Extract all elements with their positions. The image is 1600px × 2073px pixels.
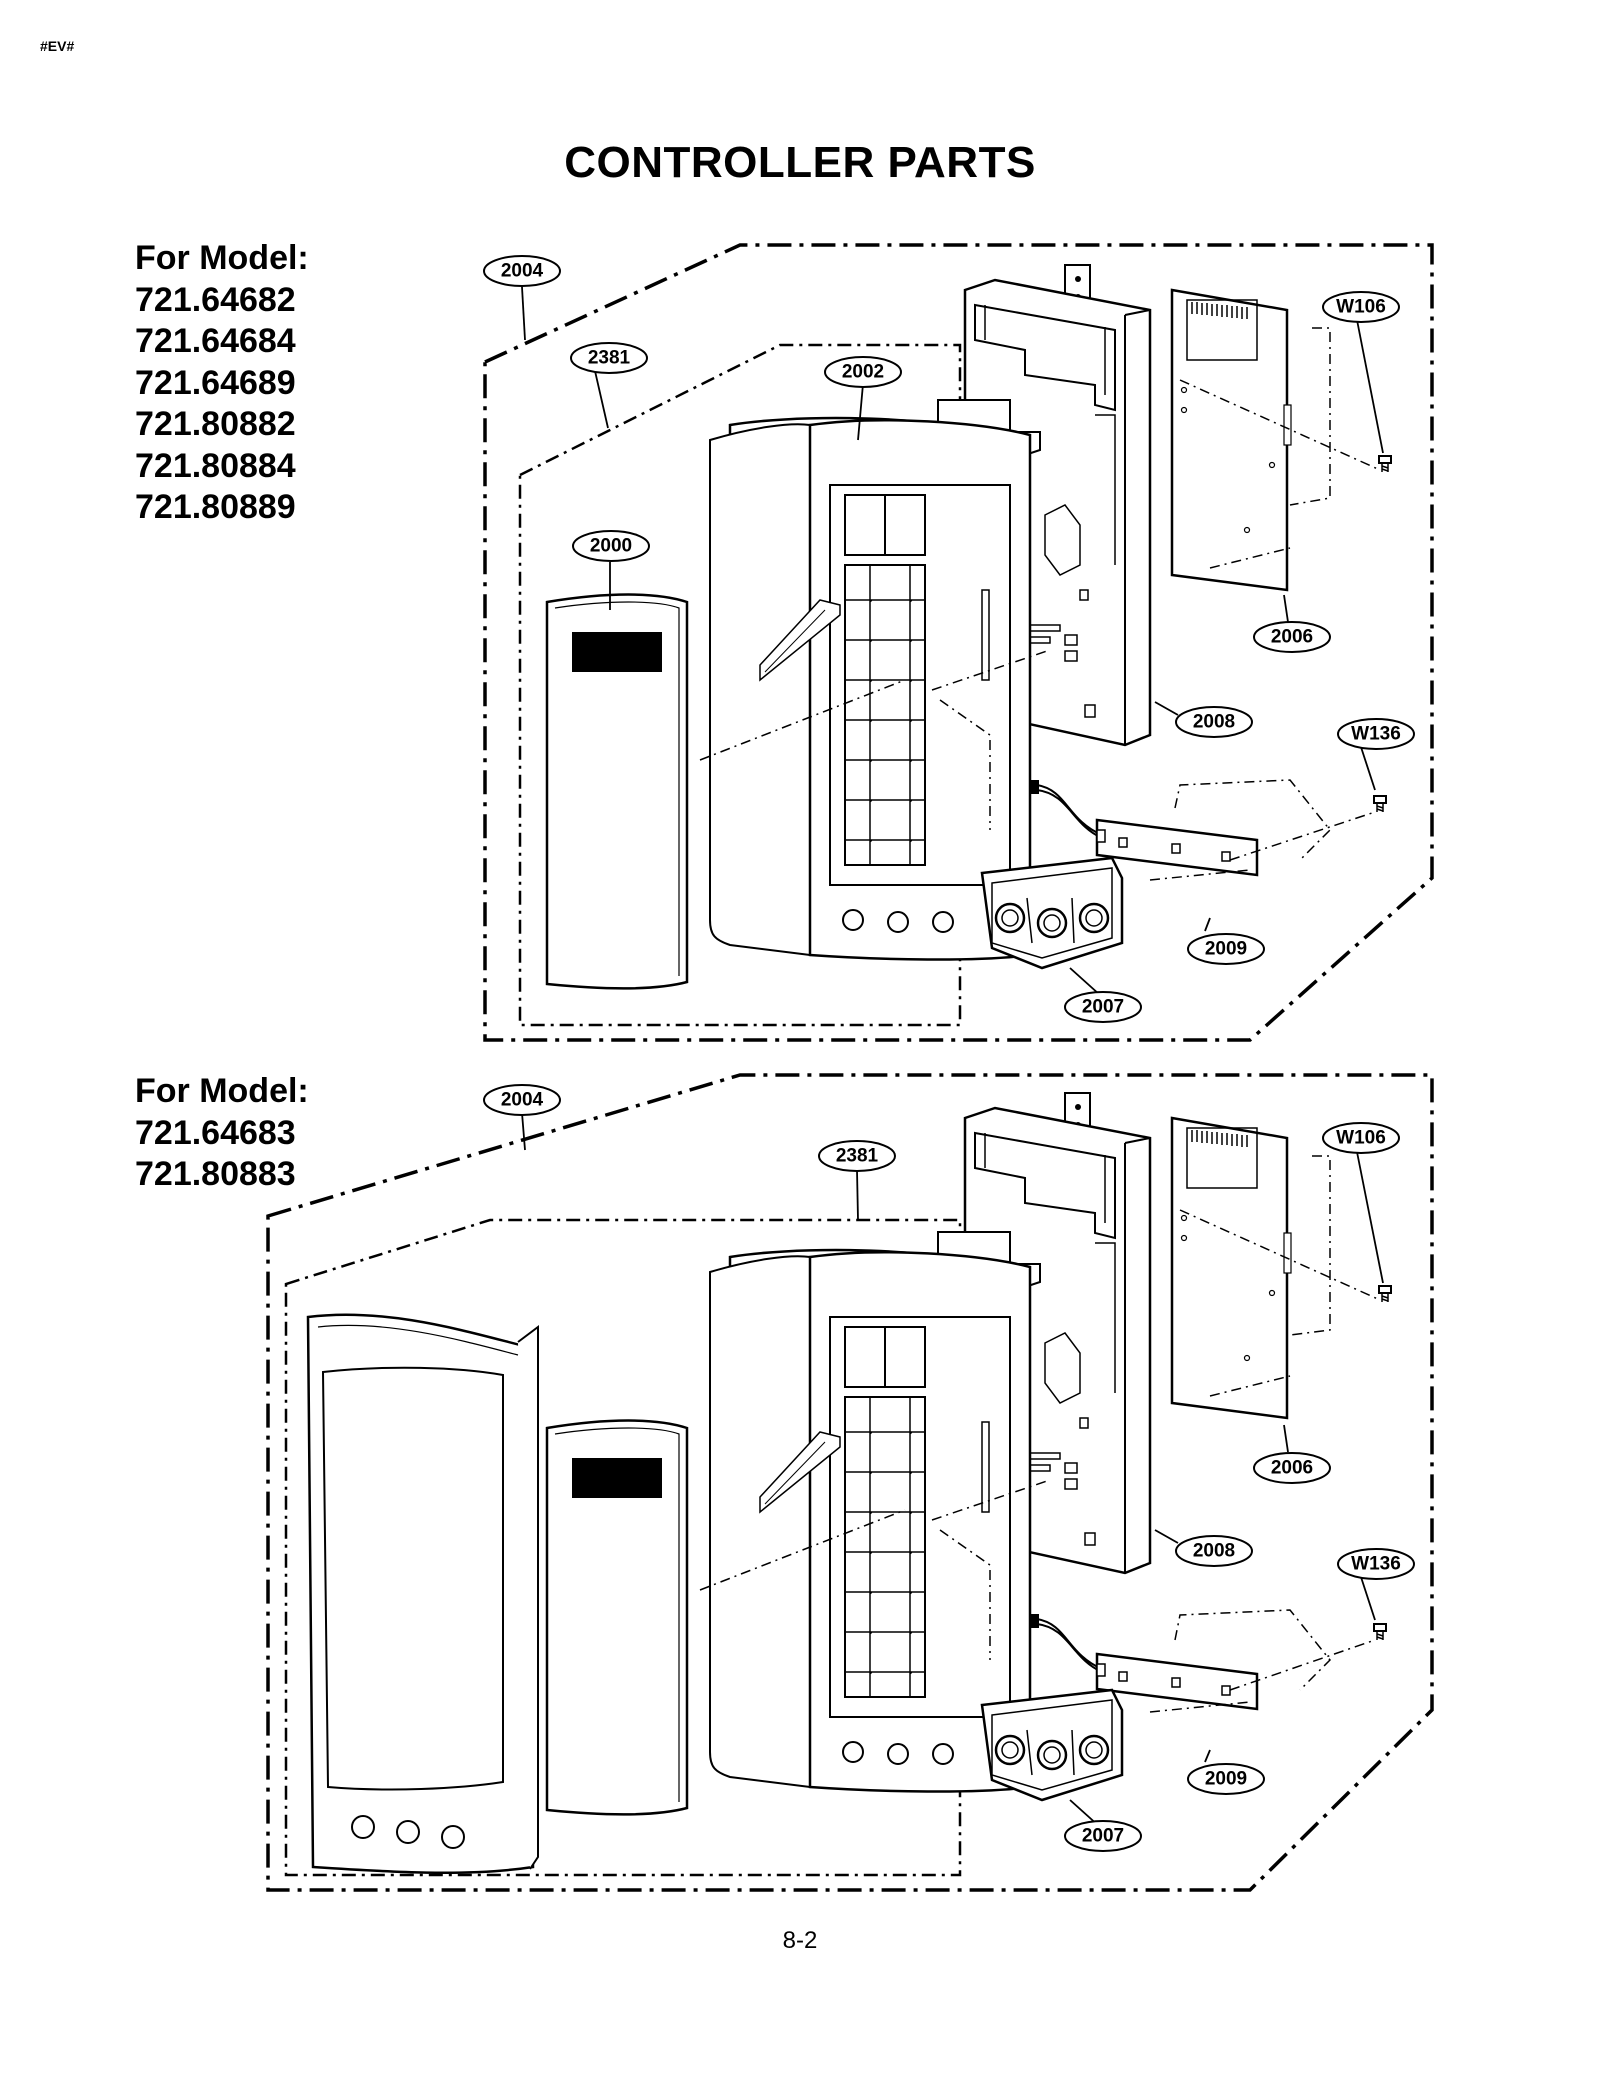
callout-label: 2004 <box>501 261 544 282</box>
callout-label: 2009 <box>1205 939 1247 960</box>
page-title: CONTROLLER PARTS <box>564 138 1036 187</box>
callout-label: W136 <box>1351 1554 1401 1575</box>
callout-label: 2006 <box>1271 627 1313 648</box>
model-heading: For Model: <box>135 1072 309 1110</box>
callout-label: 2008 <box>1193 712 1235 733</box>
callout-label: 2381 <box>588 348 631 369</box>
callout-label: W106 <box>1336 297 1386 318</box>
callout-label: 2381 <box>836 1146 879 1167</box>
header-tag: #EV# <box>40 38 75 54</box>
model-number: 721.64683 <box>135 1113 296 1152</box>
model-list-1: For Model: 721.64682 721.64684 721.64689… <box>135 238 309 529</box>
callout-label: W136 <box>1351 724 1401 745</box>
model-number: 721.80882 <box>135 405 296 443</box>
diagram-top: 2004 2381 2002 2000 W106 2006 2008 W136 … <box>483 243 1434 1042</box>
callout-label: 2009 <box>1205 1769 1247 1790</box>
callout-label: 2008 <box>1193 1541 1235 1562</box>
callout-label: W106 <box>1336 1128 1386 1149</box>
model-heading: For Model: <box>135 239 309 277</box>
callout-label: 2007 <box>1082 1826 1124 1847</box>
diagram-bottom: 2004 2381 W106 2006 2008 W136 2009 2007 <box>266 1073 1434 1892</box>
model-number: 721.64689 <box>135 363 296 402</box>
page-number: 8-2 <box>782 1927 818 1954</box>
callout-label: 2000 <box>590 536 632 557</box>
callout-label: 2002 <box>842 362 884 383</box>
model-number: 721.80889 <box>135 488 296 526</box>
model-number: 721.80884 <box>135 446 296 485</box>
model-number: 721.64684 <box>135 322 296 360</box>
model-number: 721.80883 <box>135 1155 296 1193</box>
callout-label: 2007 <box>1082 997 1124 1018</box>
callout-label: 2004 <box>501 1090 544 1111</box>
callout-label: 2006 <box>1271 1458 1313 1479</box>
model-list-2: For Model: 721.64683 721.80883 <box>135 1071 309 1196</box>
model-number: 721.64682 <box>135 280 296 319</box>
